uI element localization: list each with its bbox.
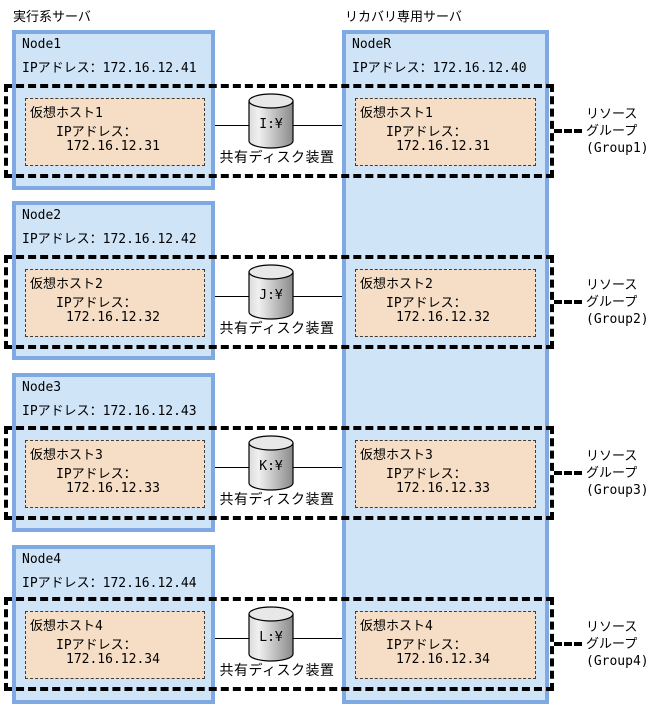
virtual-host-ip-caption: IPアドレス： xyxy=(56,467,137,482)
node-ip: IPアドレス：172.16.12.44 xyxy=(22,576,197,591)
virtual-host-ip: 172.16.12.34 xyxy=(396,652,490,667)
resource-group-outline-1 xyxy=(4,84,554,178)
virtual-host-ip-caption: IPアドレス： xyxy=(56,125,137,140)
group-label-line1: リソース xyxy=(586,620,638,635)
drive-letter: I:¥ xyxy=(259,117,283,132)
drive-letter: K:¥ xyxy=(259,459,283,474)
virtual-host-ip: 172.16.12.32 xyxy=(66,310,160,325)
virtual-host-box-recovery-1: 仮想ホスト1 IPアドレス： 172.16.12.31 xyxy=(355,98,536,166)
virtual-host-ip: 172.16.12.34 xyxy=(66,652,160,667)
group-label-line3: (Group3) xyxy=(586,483,649,498)
shared-disk-icon: L:¥ xyxy=(248,606,294,662)
virtual-host-ip: 172.16.12.33 xyxy=(66,481,160,496)
drive-letter: L:¥ xyxy=(259,630,283,645)
group-label-line2: グループ xyxy=(586,124,638,139)
shared-disk-label: 共有ディスク装置 xyxy=(219,492,335,508)
virtual-host-ip-caption: IPアドレス： xyxy=(386,467,467,482)
virtual-host-box-active-3: 仮想ホスト3 IPアドレス： 172.16.12.33 xyxy=(25,440,205,508)
node-name: Node4 xyxy=(22,552,62,567)
group-connector-line xyxy=(554,642,582,646)
virtual-host-box-active-2: 仮想ホスト2 IPアドレス： 172.16.12.32 xyxy=(25,269,205,337)
group-label-line2: グループ xyxy=(586,295,638,310)
shared-disk-label: 共有ディスク装置 xyxy=(219,150,335,166)
active-server-title: 実行系サーバ xyxy=(13,10,91,25)
resource-group-label-4: リソース グループ (Group4) xyxy=(586,619,649,670)
disk-cylinder-icon xyxy=(248,264,294,320)
group-label-line3: (Group2) xyxy=(586,312,649,327)
group-label-line1: リソース xyxy=(586,107,638,122)
virtual-host-box-recovery-2: 仮想ホスト2 IPアドレス： 172.16.12.32 xyxy=(355,269,536,337)
virtual-host-name: 仮想ホスト3 xyxy=(360,448,433,463)
virtual-host-ip: 172.16.12.32 xyxy=(396,310,490,325)
disk-cylinder-icon xyxy=(248,606,294,662)
shared-disk-label: 共有ディスク装置 xyxy=(219,321,335,337)
shared-disk-icon: K:¥ xyxy=(248,435,294,491)
group-connector-line xyxy=(554,471,582,475)
virtual-host-ip-caption: IPアドレス： xyxy=(386,296,467,311)
node-name: Node3 xyxy=(22,380,62,395)
virtual-host-name: 仮想ホスト2 xyxy=(30,277,103,292)
virtual-host-ip: 172.16.12.33 xyxy=(396,481,490,496)
shared-disk-icon: I:¥ xyxy=(248,93,294,149)
virtual-host-name: 仮想ホスト2 xyxy=(360,277,433,292)
virtual-host-name: 仮想ホスト3 xyxy=(30,448,103,463)
virtual-host-ip: 172.16.12.31 xyxy=(66,139,160,154)
virtual-host-box-active-1: 仮想ホスト1 IPアドレス： 172.16.12.31 xyxy=(25,98,205,166)
group-label-line1: リソース xyxy=(586,449,638,464)
group-label-line2: グループ xyxy=(586,466,638,481)
group-connector-line xyxy=(554,129,582,133)
drive-letter: J:¥ xyxy=(259,288,283,303)
disk-cylinder-icon xyxy=(248,93,294,149)
resource-group-outline-2 xyxy=(4,255,554,349)
node-ip: IPアドレス：172.16.12.42 xyxy=(22,232,197,247)
virtual-host-box-recovery-3: 仮想ホスト3 IPアドレス： 172.16.12.33 xyxy=(355,440,536,508)
recovery-node-ip: IPアドレス：172.16.12.40 xyxy=(352,61,527,76)
recovery-node-name: NodeR xyxy=(352,37,392,52)
virtual-host-box-active-4: 仮想ホスト4 IPアドレス： 172.16.12.34 xyxy=(25,611,205,679)
group-label-line2: グループ xyxy=(586,637,638,652)
node-ip: IPアドレス：172.16.12.43 xyxy=(22,404,197,419)
resource-group-outline-3 xyxy=(4,426,554,520)
node-name: Node1 xyxy=(22,37,62,52)
resource-group-label-2: リソース グループ (Group2) xyxy=(586,277,649,328)
group-label-line3: (Group4) xyxy=(586,654,649,669)
shared-disk-label: 共有ディスク装置 xyxy=(219,663,335,679)
virtual-host-box-recovery-4: 仮想ホスト4 IPアドレス： 172.16.12.34 xyxy=(355,611,536,679)
virtual-host-ip: 172.16.12.31 xyxy=(396,139,490,154)
group-label-line1: リソース xyxy=(586,278,638,293)
virtual-host-name: 仮想ホスト4 xyxy=(360,619,433,634)
group-label-line3: (Group1) xyxy=(586,141,649,156)
resource-group-outline-4 xyxy=(4,597,554,691)
group-connector-line xyxy=(554,300,582,304)
recovery-server-title: リカバリ専用サーバ xyxy=(345,10,462,25)
node-ip: IPアドレス：172.16.12.41 xyxy=(22,61,197,76)
virtual-host-ip-caption: IPアドレス： xyxy=(56,638,137,653)
virtual-host-name: 仮想ホスト4 xyxy=(30,619,103,634)
virtual-host-ip-caption: IPアドレス： xyxy=(386,638,467,653)
disk-cylinder-icon xyxy=(248,435,294,491)
resource-group-label-1: リソース グループ (Group1) xyxy=(586,106,649,157)
shared-disk-icon: J:¥ xyxy=(248,264,294,320)
virtual-host-ip-caption: IPアドレス： xyxy=(56,296,137,311)
node-name: Node2 xyxy=(22,208,62,223)
resource-group-label-3: リソース グループ (Group3) xyxy=(586,448,649,499)
virtual-host-name: 仮想ホスト1 xyxy=(30,106,103,121)
virtual-host-ip-caption: IPアドレス： xyxy=(386,125,467,140)
virtual-host-name: 仮想ホスト1 xyxy=(360,106,433,121)
